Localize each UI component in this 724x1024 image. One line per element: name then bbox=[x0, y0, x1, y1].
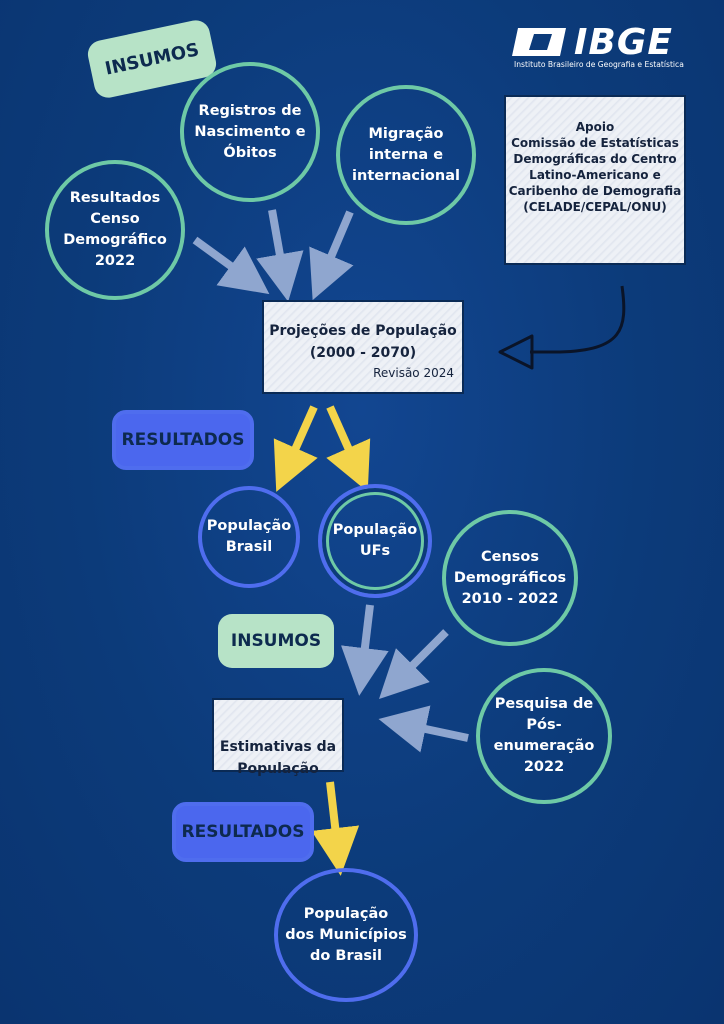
arrow-support-head bbox=[498, 334, 534, 370]
ibge-logo-mark-icon bbox=[512, 28, 566, 56]
support-text: Comissão de Estatísticas Demográficas do… bbox=[508, 136, 682, 214]
ibge-logo-subtitle: Instituto Brasileiro de Geografia e Esta… bbox=[514, 60, 684, 69]
projection-revision: Revisão 2024 bbox=[373, 366, 454, 380]
input-migracao-text: Migração interna e internacional bbox=[352, 125, 460, 184]
result-brasil-circle: População Brasil bbox=[198, 486, 300, 588]
insumos-mid-label: INSUMOS bbox=[218, 614, 334, 668]
resultados-text-2: RESULTADOS bbox=[181, 822, 305, 842]
resultados-label-2: RESULTADOS bbox=[172, 802, 314, 862]
arrow-registros-to-projection bbox=[256, 209, 304, 302]
projection-title: Projeções de População bbox=[269, 323, 457, 339]
arrow-projection-to-ufs bbox=[326, 405, 371, 492]
ibge-logo-text: IBGE bbox=[574, 22, 673, 63]
arrow-ufs-to-estimates bbox=[341, 604, 389, 696]
result-ufs-circle: População UFs bbox=[318, 484, 432, 598]
projection-box: Projeções de População (2000 - 2070) Rev… bbox=[262, 300, 464, 394]
insumos-mid-text: INSUMOS bbox=[230, 631, 322, 651]
support-box: Apoio Comissão de Estatísticas Demográfi… bbox=[504, 95, 686, 265]
input-censo-circle: Resultados Censo Demográfico 2022 bbox=[45, 160, 185, 300]
support-title: Apoio bbox=[575, 120, 615, 134]
input-censos-circle: Censos Demográficos 2010 - 2022 bbox=[442, 510, 578, 646]
input-censos-text: Censos Demográficos 2010 - 2022 bbox=[453, 548, 567, 607]
result-brasil-text: População Brasil bbox=[206, 518, 292, 555]
input-censo-text: Resultados Censo Demográfico 2022 bbox=[63, 190, 167, 269]
arrow-censos-to-estimates bbox=[379, 629, 449, 699]
arrow-censo-to-projection bbox=[192, 236, 270, 295]
arrow-migracao-to-projection bbox=[309, 210, 354, 301]
estimates-box: Estimativas da População bbox=[212, 698, 344, 777]
input-pesquisa-text: Pesquisa de Pós- enumeração 2022 bbox=[493, 696, 595, 775]
result-ufs-text: População UFs bbox=[332, 522, 418, 559]
input-pesquisa-circle: Pesquisa de Pós- enumeração 2022 bbox=[476, 668, 612, 804]
arrow-support-to-projection bbox=[530, 285, 626, 354]
result-municipios-circle: População dos Municípios do Brasil bbox=[274, 868, 418, 1002]
arrow-pesquisa-to-estimates bbox=[378, 705, 469, 753]
input-migracao-circle: Migração interna e internacional bbox=[336, 85, 476, 225]
input-registros-circle: Registros de Nascimento e Óbitos bbox=[180, 62, 320, 202]
arrow-projection-to-brasil bbox=[273, 405, 318, 492]
arrow-estimates-to-municipios bbox=[311, 781, 360, 876]
input-registros-text: Registros de Nascimento e Óbitos bbox=[194, 102, 306, 161]
projection-period: (2000 - 2070) bbox=[309, 345, 417, 361]
resultados-label-1: RESULTADOS bbox=[112, 410, 254, 470]
resultados-text-1: RESULTADOS bbox=[121, 430, 245, 450]
estimates-title: Estimativas da População bbox=[219, 739, 337, 777]
result-municipios-text: População dos Municípios do Brasil bbox=[285, 905, 407, 964]
insumos-top-text: INSUMOS bbox=[103, 38, 201, 80]
ibge-logo: IBGE Instituto Brasileiro de Geografia e… bbox=[512, 22, 692, 72]
